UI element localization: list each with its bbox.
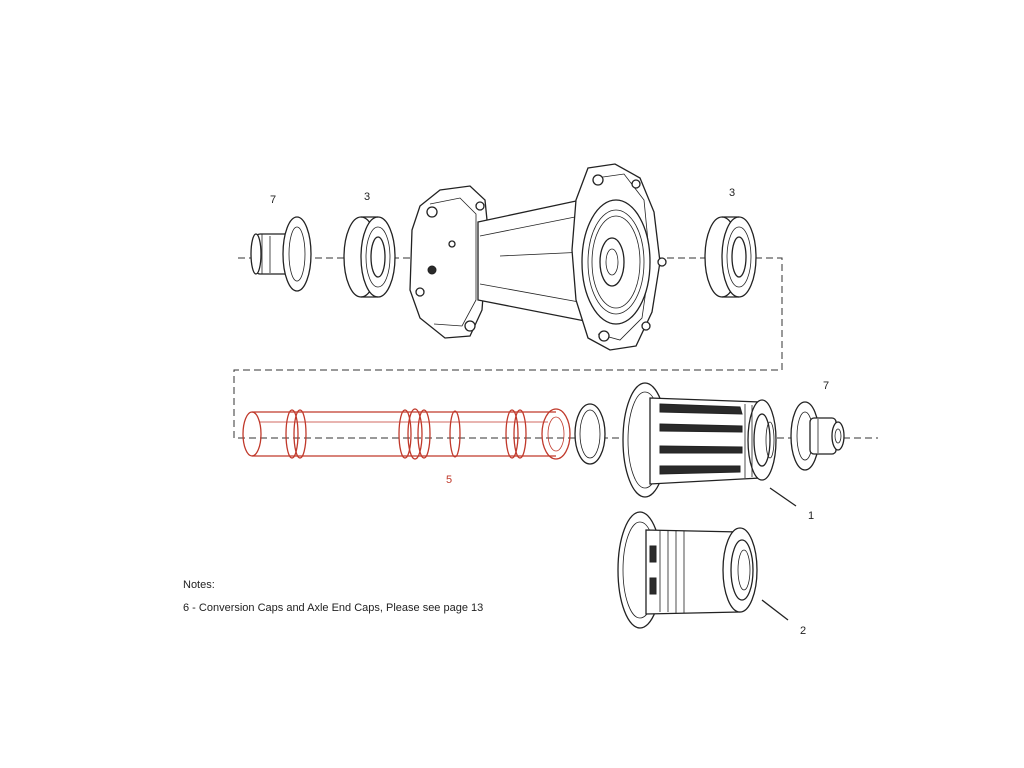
right-bearing [704,216,757,298]
notes-line: 6 - Conversion Caps and Axle End Caps, P… [183,602,484,614]
callout-left-bearing: 3 [364,191,370,203]
leader-lines [761,487,797,621]
spacer-ring [574,403,606,465]
callout-axle: 5 [446,474,452,486]
right-end-cap [790,401,845,471]
callout-freehub-2: 2 [800,625,806,637]
callout-right-end-cap: 7 [823,380,829,392]
hub-shell [409,163,667,351]
notes-heading: Notes: [183,579,215,591]
left-end-cap [250,216,312,292]
freehub-body-1 [622,382,777,498]
assembly-centerlines [233,257,878,439]
freehub-body-2 [617,511,758,629]
callout-right-bearing: 3 [729,187,735,199]
axle [242,408,571,460]
callout-left-end-cap: 7 [270,194,276,206]
callout-freehub-1: 1 [808,510,814,522]
notes-block: Notes: 6 - Conversion Caps and Axle End … [183,574,483,620]
left-bearing [343,216,396,298]
